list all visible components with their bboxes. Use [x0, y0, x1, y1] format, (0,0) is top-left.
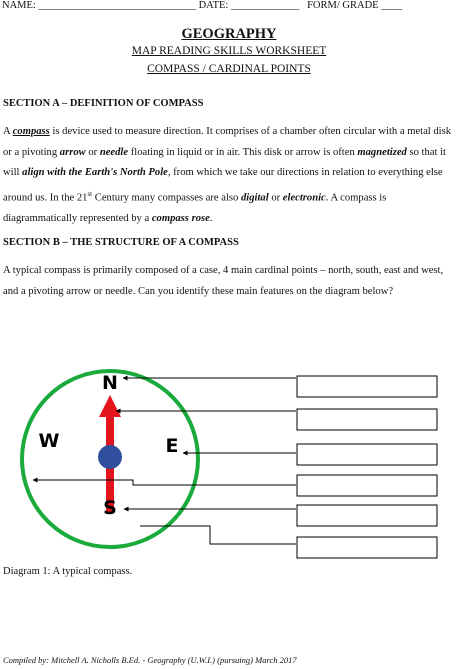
diagram-caption: Diagram 1: A typical compass.	[3, 566, 133, 577]
page-title: GEOGRAPHY	[181, 26, 277, 42]
term-arrow: arrow	[59, 146, 86, 158]
section-b-heading: SECTION B – THE STRUCTURE OF A COMPASS	[3, 237, 239, 248]
topic-subtitle: COMPASS / CARDINAL POINTS	[147, 63, 311, 75]
compass-case	[20, 369, 200, 549]
date-field-label: DATE: _____________	[198, 0, 300, 11]
answer-box-6[interactable]	[296, 536, 438, 559]
section-b-paragraph: A typical compass is primarily composed …	[3, 265, 444, 297]
term-magnetized: magnetized	[357, 146, 407, 158]
header-line: NAME: ______________________________ DAT…	[2, 0, 456, 12]
compass-diagram: N S E W	[20, 369, 438, 559]
answer-box-1[interactable]	[296, 375, 438, 398]
section-a-heading: SECTION A – DEFINITION OF COMPASS	[3, 98, 204, 109]
term-electronic: electronic	[282, 192, 326, 204]
leader-line-west	[32, 477, 296, 486]
east-label: E	[166, 435, 179, 457]
leader-line-case	[140, 525, 296, 545]
needle-arrowhead	[99, 395, 121, 417]
west-label: W	[39, 430, 60, 452]
section-a-paragraph: A compass is device used to measure dire…	[3, 126, 452, 224]
term-digital: digital	[241, 192, 269, 204]
worksheet-subtitle: MAP READING SKILLS WORKSHEET	[131, 45, 327, 57]
term-compass-rose: compass rose	[151, 212, 210, 224]
north-label: N	[102, 372, 118, 394]
term-align: align with the Earth's North Pole	[22, 167, 168, 179]
term-needle: needle	[99, 146, 129, 158]
name-field-label: NAME: ______________________________	[2, 0, 196, 11]
south-label: S	[103, 497, 117, 519]
answer-box-3[interactable]	[296, 443, 438, 466]
form-field-label: FORM/ GRADE ____	[307, 0, 403, 11]
answer-box-5[interactable]	[296, 504, 438, 527]
answer-box-2[interactable]	[296, 408, 438, 431]
pivot-point	[98, 445, 122, 469]
answer-box-4[interactable]	[296, 474, 438, 497]
footer-credit: Compiled by: Mitchell A. Nicholls B.Ed. …	[3, 655, 297, 665]
term-compass: compass	[12, 126, 50, 137]
